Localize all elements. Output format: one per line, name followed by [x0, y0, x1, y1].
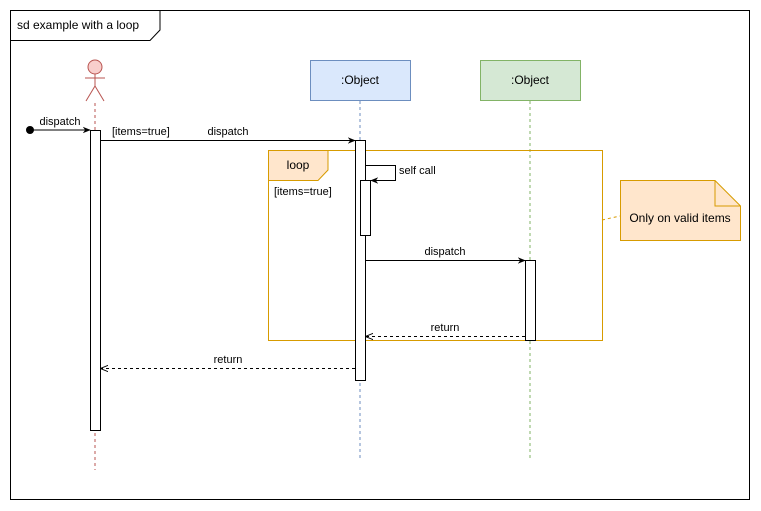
note-box[interactable] [620, 180, 741, 241]
note-fold [714, 180, 741, 207]
loop-label: loop [287, 158, 310, 172]
dispatch-guard: [items=true] [112, 126, 170, 138]
object2-activation[interactable] [525, 260, 536, 341]
frame-title-tab [10, 10, 161, 41]
note-text: Only on valid items [629, 211, 730, 225]
actor-icon[interactable] [85, 59, 105, 102]
lifeline-label-2: :Object [511, 73, 550, 87]
return-label-1: return [431, 322, 460, 334]
object1-nested-activation[interactable] [360, 180, 371, 236]
dispatch-label-1: dispatch [208, 126, 249, 138]
note-connector [601, 215, 621, 221]
self-call-label: self call [399, 165, 436, 177]
self-call-arrow[interactable] [365, 165, 396, 184]
loop-fragment-tab [268, 150, 329, 181]
dispatch-label-2: dispatch [425, 246, 466, 258]
lifeline-head-1[interactable] [310, 60, 411, 101]
found-message-label: dispatch [40, 116, 81, 128]
object1-activation[interactable] [355, 140, 366, 381]
loop-guard: [items=true] [274, 186, 332, 198]
lifeline-label-1: :Object [341, 73, 380, 87]
sequence-frame [10, 10, 750, 500]
actor-activation[interactable] [90, 130, 101, 431]
frame-title: sd example with a loop [17, 18, 139, 32]
return-label-2: return [214, 354, 243, 366]
loop-fragment[interactable] [268, 150, 603, 341]
lifeline-head-2[interactable] [480, 60, 581, 101]
